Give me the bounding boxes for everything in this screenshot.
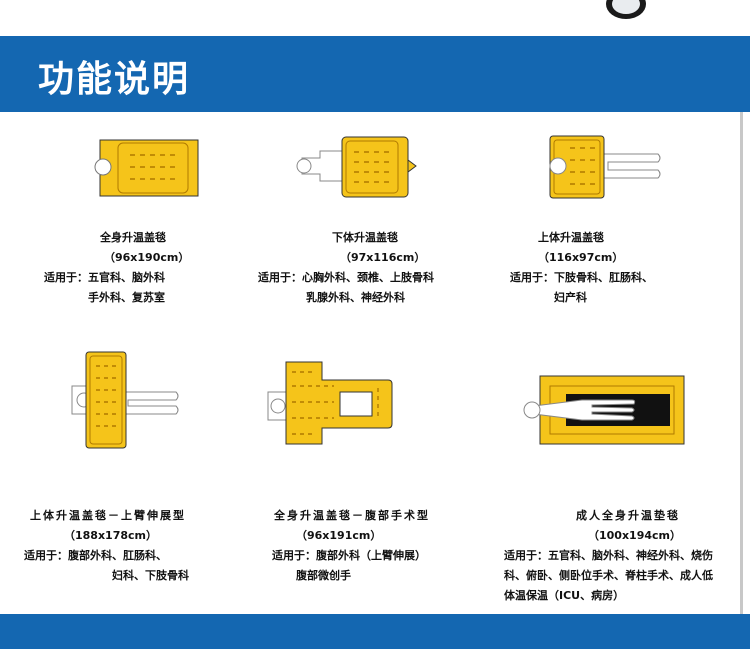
product-use-line: 适用于：五官科、脑外科、神经外科、烧伤 bbox=[504, 549, 713, 562]
product-size: （188x178cm） bbox=[64, 529, 158, 542]
product-name: 上体升温盖毯－上臂伸展型 bbox=[30, 509, 186, 522]
page-title: 功能说明 bbox=[38, 59, 191, 100]
device-corner-icon bbox=[606, 0, 646, 19]
product-use-line: 适用于：腹部外科、肛肠科、 bbox=[24, 549, 167, 562]
product-size: （96x190cm） bbox=[104, 251, 190, 264]
lower-body-cover-blanket-icon bbox=[296, 136, 417, 198]
product-use-line: 腹部微创手 bbox=[296, 569, 351, 582]
product-name: 全身升温盖毯 bbox=[100, 231, 166, 244]
product-size: （100x194cm） bbox=[588, 529, 682, 542]
adult-full-body-underbody-pad-icon bbox=[523, 375, 685, 445]
upper-body-arm-extension-blanket-icon bbox=[71, 351, 179, 449]
product-caption-2: 下体升温盖毯 （97x116cm） 适用于：心胸外科、颈椎、上肢骨科 乳腺外科、… bbox=[258, 228, 458, 308]
product-caption-1: 全身升温盖毯 （96x190cm） 适用于：五官科、脑外科 手外科、复苏室 bbox=[44, 228, 224, 308]
right-divider bbox=[740, 112, 743, 614]
product-use-line: 科、俯卧、侧卧位手术、脊柱手术、成人低 bbox=[504, 569, 713, 582]
product-size: （96x191cm） bbox=[296, 529, 382, 542]
product-use-line: 手外科、复苏室 bbox=[88, 291, 165, 304]
product-use-line: 适用于：五官科、脑外科 bbox=[44, 271, 165, 284]
product-caption-3: 上体升温盖毯 （116x97cm） 适用于：下肢骨科、肛肠科、 妇产科 bbox=[510, 228, 710, 308]
product-name: 成人全身升温垫毯 bbox=[576, 509, 680, 522]
abdominal-surgery-blanket-icon bbox=[267, 361, 393, 445]
product-name: 下体升温盖毯 bbox=[332, 231, 398, 244]
upper-body-cover-blanket-icon bbox=[549, 135, 661, 199]
header-band bbox=[0, 36, 750, 112]
product-use-line: 适用于：下肢骨科、肛肠科、 bbox=[510, 271, 653, 284]
product-name: 全身升温盖毯－腹部手术型 bbox=[274, 509, 430, 522]
product-use-line: 体温保温（ICU、病房） bbox=[504, 589, 625, 602]
product-name: 上体升温盖毯 bbox=[538, 231, 604, 244]
product-use-line: 适用于：心胸外科、颈椎、上肢骨科 bbox=[258, 271, 434, 284]
footer-band bbox=[0, 614, 750, 649]
product-use-line: 乳腺外科、神经外科 bbox=[306, 291, 405, 304]
product-caption-6: 成人全身升温垫毯 （100x194cm） 适用于：五官科、脑外科、神经外科、烧伤… bbox=[504, 506, 732, 606]
product-caption-5: 全身升温盖毯－腹部手术型 （96x191cm） 适用于：腹部外科（上臂伸展） 腹… bbox=[272, 506, 492, 586]
product-size: （116x97cm） bbox=[538, 251, 624, 264]
product-use-line: 妇产科 bbox=[554, 291, 587, 304]
full-body-cover-blanket-icon bbox=[94, 139, 199, 197]
product-size: （97x116cm） bbox=[340, 251, 426, 264]
product-use-line: 适用于：腹部外科（上臂伸展） bbox=[272, 549, 426, 562]
product-caption-4: 上体升温盖毯－上臂伸展型 （188x178cm） 适用于：腹部外科、肛肠科、 妇… bbox=[24, 506, 244, 586]
product-use-line: 妇科、下肢骨科 bbox=[112, 569, 189, 582]
